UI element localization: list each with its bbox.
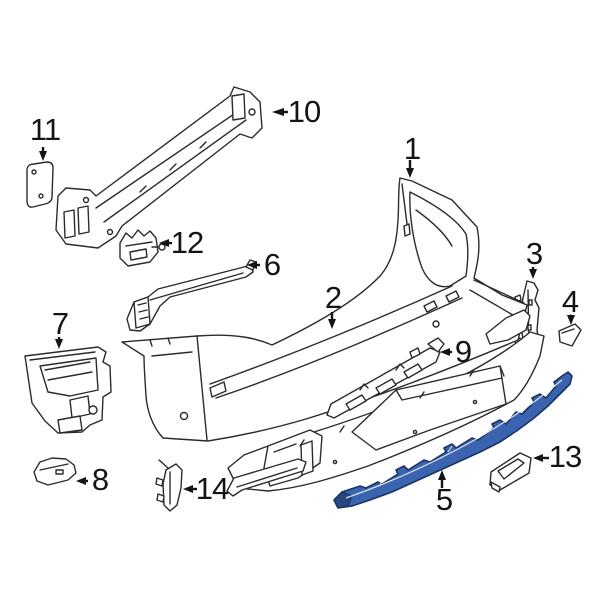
part-4-cover-flap[interactable] (558, 323, 582, 347)
callout-label-11[interactable]: 11 (29, 112, 61, 147)
callout-arrow-11 (39, 147, 47, 161)
part-12-sensor-bracket[interactable] (119, 229, 166, 267)
part-13-frame-bracket[interactable] (489, 452, 532, 493)
part-8-small-cover[interactable] (33, 457, 77, 486)
part-5-lower-trim-highlighted[interactable] (333, 371, 573, 509)
callout-arrow-10 (272, 108, 288, 116)
callout-arrow-5 (438, 470, 446, 488)
callout-arrow-12 (159, 239, 172, 247)
lower-left-finisher-strip[interactable] (226, 458, 307, 497)
callout-label-6[interactable]: 6 (263, 247, 281, 282)
callout-arrow-4 (567, 314, 575, 325)
callout-arrow-14 (183, 485, 197, 493)
part-11-mount-plate[interactable] (26, 161, 54, 208)
callout-arrow-3 (529, 267, 537, 279)
part-7-side-support[interactable] (24, 346, 112, 434)
callout-label-13[interactable]: 13 (548, 439, 582, 474)
callout-arrow-13 (533, 454, 549, 462)
callout-arrow-7 (55, 337, 63, 349)
callout-label-12[interactable]: 12 (170, 225, 204, 260)
callout-label-14[interactable]: 14 (195, 471, 229, 506)
callout-arrow-6 (247, 261, 260, 269)
part-9-guide-rail[interactable] (326, 337, 445, 419)
callout-label-2[interactable]: 2 (324, 280, 342, 315)
callout-label-9[interactable]: 9 (454, 334, 472, 369)
part-1-bumper-cover[interactable] (121, 177, 528, 442)
callout-arrow-9 (440, 348, 452, 356)
callout-arrow-2 (328, 312, 336, 329)
callout-arrow-8 (76, 477, 88, 485)
callout-label-1[interactable]: 1 (403, 131, 421, 166)
callout-arrow-1 (406, 160, 414, 178)
callout-label-5[interactable]: 5 (435, 482, 453, 517)
part-14-small-bracket[interactable] (155, 459, 183, 512)
callout-label-7[interactable]: 7 (51, 306, 69, 341)
part-10-impact-bar[interactable] (55, 86, 263, 249)
callout-arrows (39, 108, 575, 493)
callout-label-4[interactable]: 4 (561, 284, 579, 319)
callout-label-8[interactable]: 8 (91, 462, 109, 497)
part-6-side-rail[interactable] (126, 259, 257, 332)
callout-label-10[interactable]: 10 (287, 94, 321, 129)
callout-label-3[interactable]: 3 (525, 236, 543, 271)
